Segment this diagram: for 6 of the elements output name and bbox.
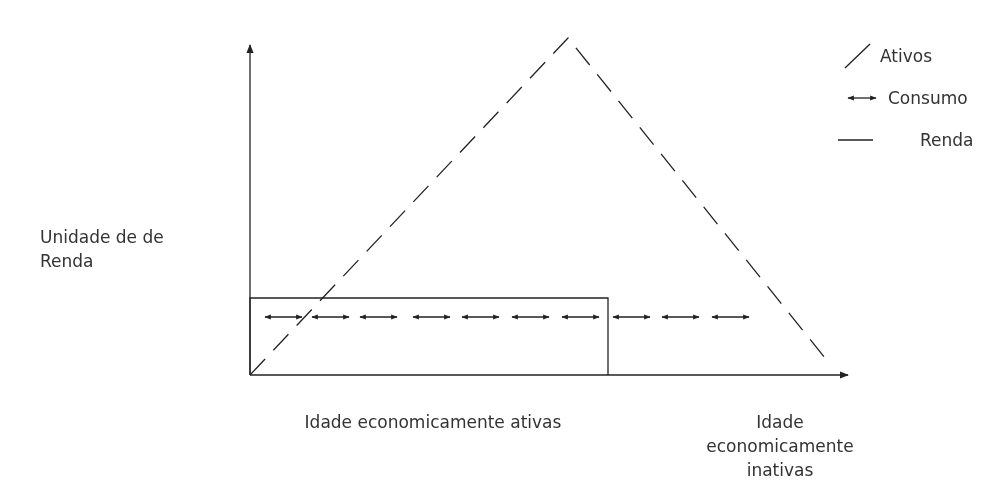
legend-label: Consumo bbox=[888, 87, 968, 110]
legend-label: Ativos bbox=[880, 45, 933, 68]
legend-label: Renda bbox=[920, 129, 974, 152]
axis-label: Idade economicamente ativas bbox=[303, 411, 563, 434]
axis-label: Idade economicamente inativas bbox=[705, 411, 855, 482]
axis-label: Unidade de de Renda bbox=[40, 226, 165, 273]
